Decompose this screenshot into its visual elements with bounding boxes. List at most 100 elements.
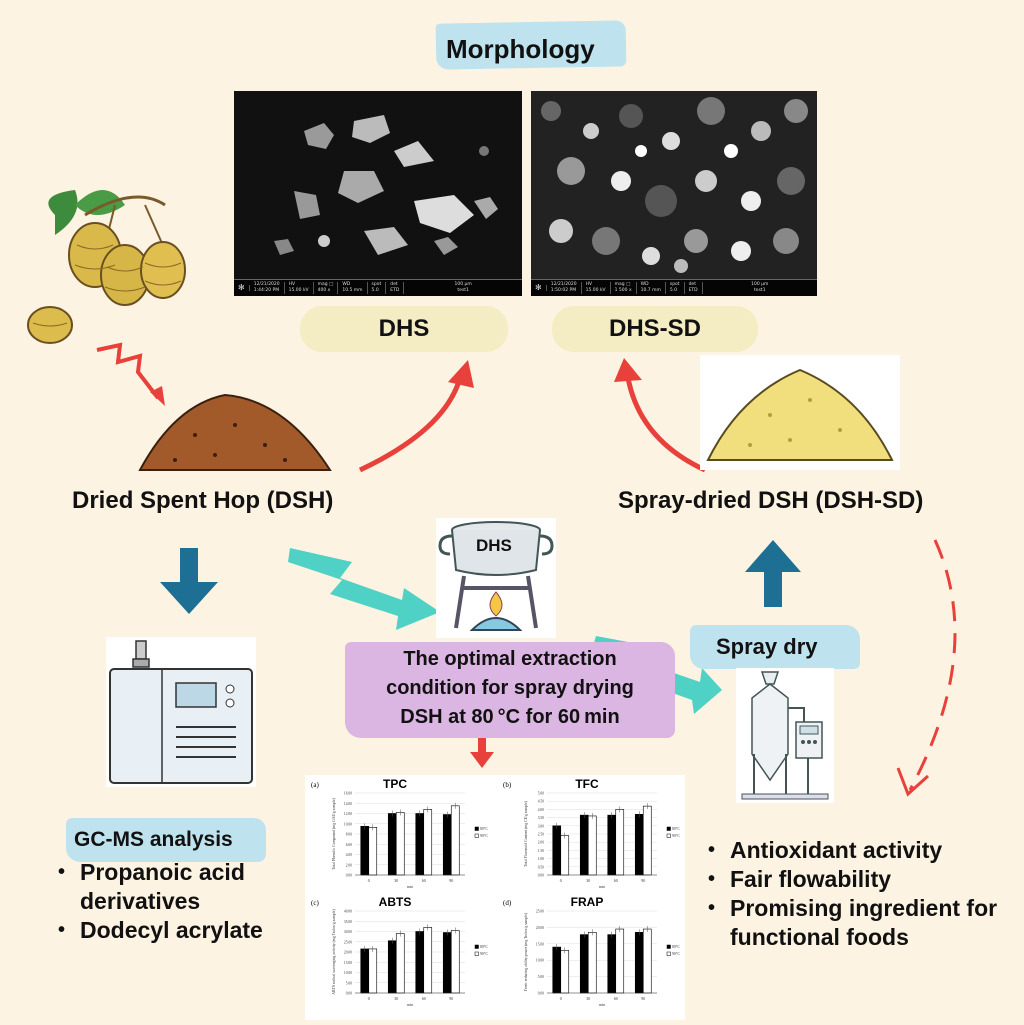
optimal-line-1: The optimal extraction	[403, 648, 617, 670]
arrow-to-outcomes-head	[896, 767, 930, 797]
outcome-item: Promising ingredient for functional food…	[708, 894, 1008, 952]
dsh-sd-label: Spray-dried DSH (DSH-SD)	[618, 487, 924, 514]
y-tick-label: 4.00	[346, 853, 352, 857]
y-tick-label: 25.00	[536, 910, 544, 914]
x-tick-label: 0	[368, 996, 370, 1001]
y-axis-label: Total Phenolic Compound (mg GAE/g sample…	[332, 797, 336, 869]
y-tick-label: 10.00	[344, 822, 352, 826]
bar-90C	[587, 932, 597, 994]
bar-90C	[450, 805, 460, 876]
bar-80C	[552, 946, 562, 994]
y-tick-label: 25.00	[344, 940, 352, 944]
bar-80C	[552, 825, 562, 876]
bar-90C	[642, 805, 652, 876]
y-axis-label: ABTS radical scavenging activity (mg Tro…	[332, 909, 336, 995]
sem-scale: 100 µm test1	[454, 282, 472, 293]
sem-mag: mag □ 400 x	[314, 282, 339, 294]
gcms-title: GC-MS analysis	[74, 828, 233, 851]
y-tick-label: 16.00	[344, 792, 352, 796]
bar-80C	[579, 814, 589, 876]
legend-label: 90°C	[672, 952, 680, 956]
dhs-sd-pill: DHS-SD	[552, 306, 758, 352]
sem-particles-dhs-sd	[541, 97, 808, 273]
legend-label: 80°C	[672, 945, 680, 949]
arrow-hops-to-dsh-head	[150, 386, 165, 406]
legend-swatch	[666, 833, 671, 838]
outcomes-list: Antioxidant activity Fair flowability Pr…	[708, 836, 1008, 952]
gcms-brush	[66, 818, 266, 862]
x-tick-label: 90	[641, 996, 645, 1001]
arrow-hops-to-dsh	[96, 342, 160, 400]
bar-90C	[560, 835, 570, 876]
y-tick-label: 20.00	[344, 951, 352, 955]
bar-80C	[579, 934, 589, 994]
bar-80C	[607, 934, 617, 994]
sem-mag: mag □ 1 500 x	[611, 282, 637, 294]
y-axis-label: Total Flavonoid Content (mg CE/g sample)	[524, 800, 528, 867]
bar-80C	[387, 813, 397, 876]
legend-swatch	[666, 944, 671, 949]
arrow-dsh-to-dhs	[358, 377, 463, 473]
bar-80C	[634, 814, 644, 876]
y-tick-label: 15.00	[344, 961, 352, 965]
x-tick-label: 60	[422, 878, 426, 883]
x-tick-label: 90	[641, 878, 645, 883]
bar-90C	[587, 815, 597, 876]
y-tick-label: 5.00	[538, 975, 544, 979]
extraction-pot-icon	[438, 521, 554, 631]
chart-panel-letter: (d)	[503, 899, 512, 907]
bar-80C	[415, 813, 425, 876]
x-tick-label: 0	[368, 878, 370, 883]
x-axis-label: min	[599, 1003, 605, 1007]
x-tick-label: 90	[449, 878, 453, 883]
bar-80C	[607, 814, 617, 876]
sem-image-dhs: ✻ 12/21/2020 1:44:20 PM HV 15.00 kV mag …	[234, 91, 522, 296]
x-tick-label: 30	[394, 996, 398, 1001]
x-axis-label: min	[407, 1003, 413, 1007]
legend-label: 90°C	[480, 952, 488, 956]
bar-90C	[423, 927, 433, 994]
y-tick-label: 6.00	[346, 843, 352, 847]
bar-90C	[615, 928, 625, 994]
gcms-result-item: Dodecyl acrylate	[58, 916, 308, 945]
y-tick-label: 2.00	[346, 863, 352, 867]
sem-image-dhs-sd: ✻ 12/21/2020 1:50:02 PM HV 15.00 kV mag …	[531, 91, 817, 296]
y-tick-label: 5.00	[346, 981, 352, 985]
legend-label: 90°C	[480, 834, 488, 838]
x-tick-label: 60	[614, 878, 618, 883]
legend-swatch	[474, 833, 479, 838]
gcms-result-item: Propanoic acid derivatives	[58, 858, 308, 916]
y-tick-label: 1.50	[538, 849, 544, 853]
bar-80C	[360, 826, 370, 876]
legend-label: 80°C	[480, 827, 488, 831]
y-tick-label: 0.00	[538, 992, 544, 996]
bar-80C	[634, 932, 644, 994]
y-tick-label: 4.00	[538, 808, 544, 812]
legend-swatch	[474, 826, 479, 831]
legend-label: 80°C	[480, 945, 488, 949]
sem-wd: WD 10.5 mm	[338, 282, 368, 294]
optimal-condition-text: The optimal extraction condition for spr…	[345, 645, 675, 732]
optimal-line-2: condition for spray drying	[386, 677, 634, 699]
y-tick-label: 1.00	[538, 857, 544, 861]
bar-90C	[423, 809, 433, 876]
bar-90C	[450, 930, 460, 994]
sem-hv: HV 15.00 kV	[285, 282, 314, 294]
x-tick-label: 0	[560, 996, 562, 1001]
legend-swatch	[474, 951, 479, 956]
sem-date: 12/21/2020 1:50:02 PM	[547, 282, 582, 294]
legend-label: 90°C	[672, 834, 680, 838]
arrow-dshsd-to-dhssd-head	[614, 358, 642, 382]
x-tick-label: 30	[586, 878, 590, 883]
x-tick-label: 30	[586, 996, 590, 1001]
y-tick-label: 5.00	[538, 792, 544, 796]
chart-panel-letter: (b)	[503, 781, 512, 789]
bar-80C	[360, 948, 370, 994]
x-tick-label: 60	[614, 996, 618, 1001]
bar-90C	[642, 928, 652, 994]
y-tick-label: 2.50	[538, 833, 544, 837]
y-tick-label: 0.00	[346, 874, 352, 878]
chart-panel-letter: (a)	[311, 781, 319, 789]
bar-80C	[442, 932, 452, 994]
